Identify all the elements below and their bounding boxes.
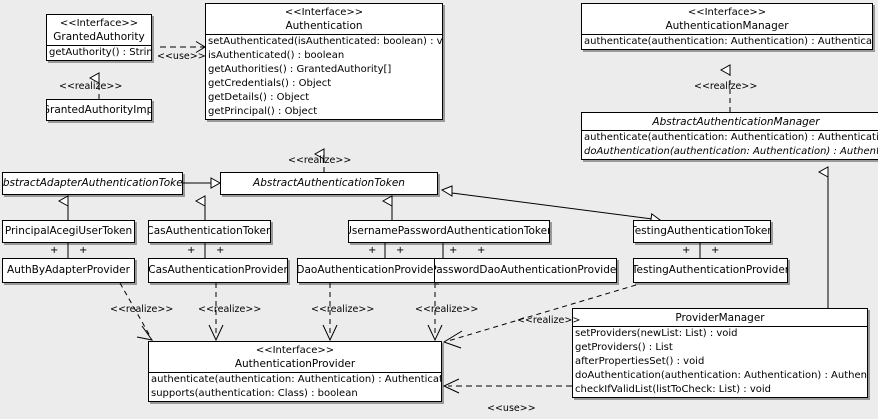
compartment-divider (582, 130, 878, 131)
class-authentication[interactable]: <<Interface>> Authentication setAuthenti… (205, 3, 443, 120)
stereotype-label: <<Interface>> (255, 345, 335, 356)
multiplicity-marker: + (477, 245, 486, 256)
class-name: AuthenticationManager (665, 20, 789, 32)
operations-compartment: setProviders(newList: List) : void getPr… (573, 327, 867, 397)
stereotype-label: <<Interface>> (59, 18, 139, 29)
operation-item: authenticate(authentication: Authenticat… (584, 132, 878, 143)
operation-item: getAuthority() : String (49, 47, 152, 58)
operation-item: setProviders(newList: List) : void (575, 328, 738, 339)
multiplicity-marker: + (216, 245, 225, 256)
class-name: AbstractAuthenticationManager (652, 116, 820, 128)
link-label-realize-grantedauthorityimpl: <<realize>> (59, 81, 123, 92)
operation-item: authenticate(authentication: Authenticat… (584, 36, 873, 47)
class-name: GrantedAuthority (53, 31, 145, 43)
link-label-use-providermanager: <<use>> (487, 403, 536, 414)
class-name: ProviderManager (675, 312, 765, 324)
operation-item: setAuthenticated(isAuthenticated: boolea… (208, 36, 443, 47)
multiplicity-marker: + (79, 245, 88, 256)
class-name: AbstractAdapterAuthenticationToken (2, 177, 183, 189)
link-label-realize-abstractmanager: <<realize>> (694, 81, 758, 92)
operation-item: getProviders() : List (575, 342, 673, 353)
link-label-realize-testingprovider: <<realize>> (517, 315, 581, 326)
multiplicity-marker: + (368, 245, 377, 256)
link-label-realize-abstracttoken: <<realize>> (288, 155, 352, 166)
class-header: <<Interface>> GrantedAuthority (47, 15, 151, 45)
operation-item: getAuthorities() : GrantedAuthority[] (208, 64, 392, 75)
operation-item: checkIfValidList(listToCheck: List) : vo… (575, 384, 772, 395)
class-header: <<Interface>> Authentication (206, 4, 442, 34)
class-header: <<Interface>> AuthenticationManager (582, 4, 872, 34)
class-name: CasAuthenticationToken (148, 225, 271, 237)
link-label-realize-casprovider: <<realize>> (198, 304, 262, 315)
class-name: AuthenticationProvider (234, 358, 356, 370)
class-name: TestingAuthenticationToken (633, 225, 771, 237)
class-abstract-adapter-authentication-token[interactable]: AbstractAdapterAuthenticationToken (2, 172, 183, 195)
stereotype-label: <<Interface>> (284, 7, 364, 18)
class-name: PasswordDaoAuthenticationProvider (434, 264, 617, 276)
class-cas-authentication-token[interactable]: CasAuthenticationToken (148, 220, 271, 243)
class-name: DaoAuthenticationProvider (297, 264, 437, 276)
compartment-divider (206, 34, 442, 35)
link-label-use-grantedauthority: <<use>> (157, 51, 206, 62)
link-providermanager-uses-authenticationprovider (442, 378, 572, 394)
class-name: PrincipalAcegiUserToken (4, 225, 133, 237)
class-header: <<Interface>> AuthenticationProvider (149, 342, 441, 372)
operation-item: supports(authentication: Class) : boolea… (151, 388, 358, 399)
operation-item: doAuthentication(authentication: Authent… (584, 146, 878, 157)
multiplicity-marker: + (711, 245, 720, 256)
class-name: AbstractAuthenticationToken (253, 177, 405, 189)
class-abstract-authentication-manager[interactable]: AbstractAuthenticationManager authentica… (581, 112, 878, 160)
multiplicity-marker: + (50, 245, 59, 256)
multiplicity-marker: + (187, 245, 196, 256)
compartment-divider (47, 45, 151, 46)
class-dao-authentication-provider[interactable]: DaoAuthenticationProvider (297, 258, 437, 283)
class-header: ProviderManager (573, 309, 867, 326)
class-authentication-provider[interactable]: <<Interface>> AuthenticationProvider aut… (148, 341, 442, 402)
link-label-realize-passworddaoprovider: <<realize>> (415, 304, 479, 315)
multiplicity-marker: + (682, 245, 691, 256)
class-testing-authentication-token[interactable]: TestingAuthenticationToken (633, 220, 771, 243)
class-name: AuthByAdapterProvider (7, 264, 130, 276)
class-granted-authority[interactable]: <<Interface>> GrantedAuthority getAuthor… (46, 14, 152, 61)
link-label-realize-authbyadapterprovider: <<realize>> (110, 304, 174, 315)
stereotype-label: <<Interface>> (687, 7, 767, 18)
class-cas-authentication-provider[interactable]: CasAuthenticationProvider (148, 258, 288, 283)
class-name: UsernamePasswordAuthenticationToken (348, 225, 550, 237)
operation-item: isAuthenticated() : boolean (208, 50, 345, 61)
class-abstract-authentication-token[interactable]: AbstractAuthenticationToken (220, 172, 438, 195)
operations-compartment: setAuthenticated(isAuthenticated: boolea… (206, 35, 442, 119)
operation-item: doAuthentication(authentication: Authent… (575, 370, 868, 381)
compartment-divider (149, 372, 441, 373)
operations-compartment: authenticate(authentication: Authenticat… (582, 131, 878, 159)
operation-item: afterPropertiesSet() : void (575, 356, 705, 367)
link-association-tokens-providers (67, 243, 701, 258)
operations-compartment: authenticate(authentication: Authenticat… (149, 373, 441, 401)
class-header: AbstractAuthenticationManager (582, 113, 878, 130)
class-provider-manager[interactable]: ProviderManager setProviders(newList: Li… (572, 308, 868, 398)
multiplicity-marker: + (449, 245, 458, 256)
multiplicity-marker: + (396, 245, 405, 256)
operation-item: getPrincipal() : Object (208, 106, 318, 117)
class-auth-by-adapter-provider[interactable]: AuthByAdapterProvider (2, 258, 135, 283)
compartment-divider (573, 326, 867, 327)
class-username-password-authentication-token[interactable]: UsernamePasswordAuthenticationToken (348, 220, 550, 243)
class-testing-authentication-provider[interactable]: TestingAuthenticationProvider (633, 258, 788, 283)
class-password-dao-authentication-provider[interactable]: PasswordDaoAuthenticationProvider (434, 258, 617, 283)
class-name: GrantedAuthorityImpl (46, 103, 152, 116)
link-testingtoken-extends-abstracttoken (440, 185, 662, 225)
operation-item: getCredentials() : Object (208, 78, 332, 89)
class-principal-acegi-user-token[interactable]: PrincipalAcegiUserToken (2, 220, 135, 243)
operations-compartment: authenticate(authentication: Authenticat… (582, 35, 872, 49)
class-name: TestingAuthenticationProvider (633, 264, 788, 276)
operations-compartment: getAuthority() : String (47, 46, 151, 60)
class-name: CasAuthenticationProvider (148, 264, 288, 276)
operation-item: authenticate(authentication: Authenticat… (151, 374, 442, 385)
class-granted-authority-impl[interactable]: GrantedAuthorityImpl (46, 99, 152, 121)
class-name: Authentication (285, 20, 363, 32)
link-label-realize-daoprovider: <<realize>> (311, 304, 375, 315)
class-authentication-manager[interactable]: <<Interface>> AuthenticationManager auth… (581, 3, 873, 50)
compartment-divider (582, 34, 872, 35)
operation-item: getDetails() : Object (208, 92, 310, 103)
